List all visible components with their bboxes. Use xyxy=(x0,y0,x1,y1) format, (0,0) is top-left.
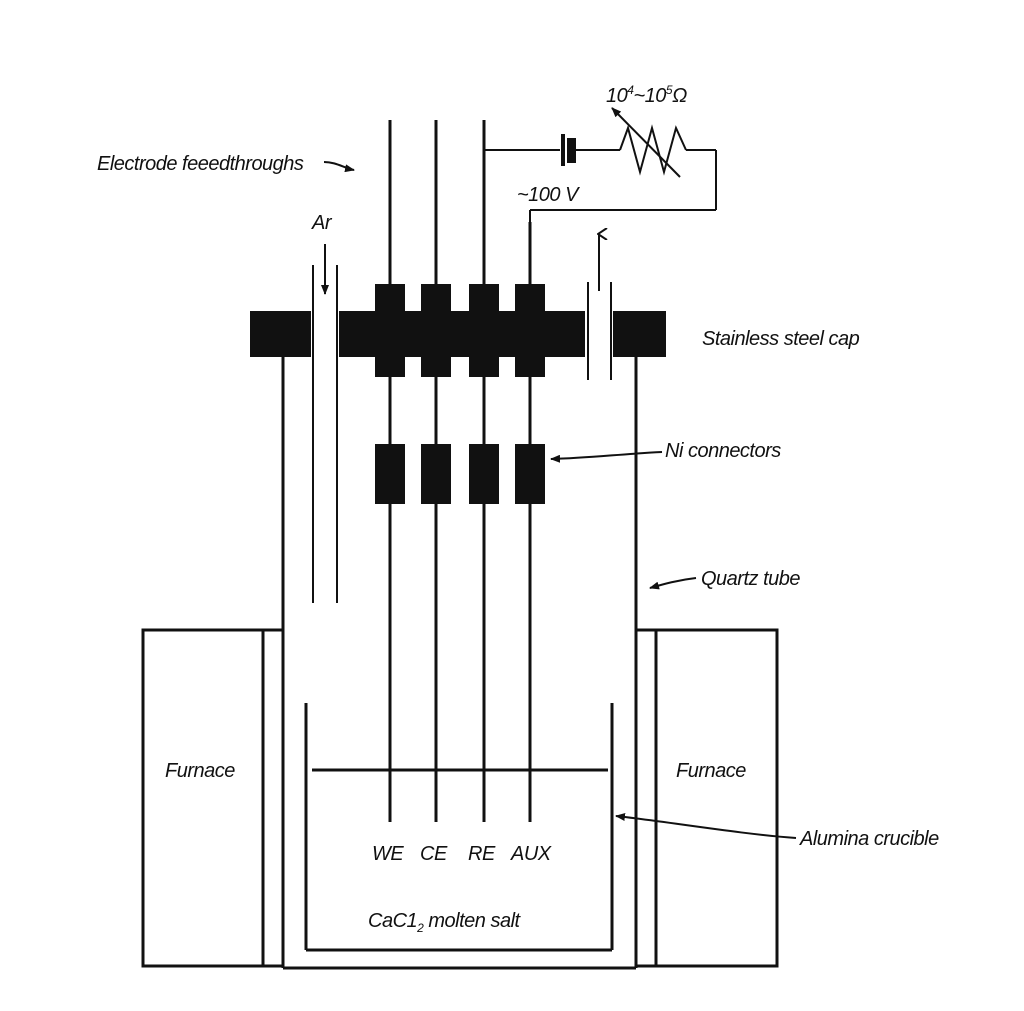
ni-connectors xyxy=(375,444,545,504)
electrode-wires xyxy=(388,120,532,822)
label-cap: Stainless steel cap xyxy=(702,328,860,350)
alumina-crucible xyxy=(304,703,614,952)
feedthrough-blocks xyxy=(375,284,545,377)
label-quartz-tube: Quartz tube xyxy=(701,568,800,590)
label-electrode-ce: CE xyxy=(420,843,448,865)
label-molten-salt: CaC12 molten salt xyxy=(368,910,522,935)
gas-inlet-tube xyxy=(312,244,338,603)
label-electrode-re: RE xyxy=(468,843,496,865)
label-feedthroughs: Electrode feeedthroughs xyxy=(97,153,304,175)
external-circuit xyxy=(484,107,717,224)
quartz-tube xyxy=(281,355,638,970)
feedthroughs-pointer xyxy=(323,161,355,173)
label-electrode-we: WE xyxy=(372,843,404,865)
crucible-pointer xyxy=(615,813,797,839)
label-alumina-crucible: Alumina crucible xyxy=(799,828,939,850)
label-ar: Ar xyxy=(311,212,333,234)
resistor-variable-arrow xyxy=(611,107,681,178)
variable-resistor xyxy=(619,124,687,176)
furnace-right xyxy=(634,628,779,968)
label-furnace-left: Furnace xyxy=(165,760,235,782)
stainless-steel-cap xyxy=(250,311,666,357)
label-voltage: ~100 V xyxy=(517,184,580,206)
battery-short-plate xyxy=(567,138,576,163)
label-furnace-right: Furnace xyxy=(676,760,746,782)
gas-outlet-tube xyxy=(587,234,612,380)
ni-connectors-pointer xyxy=(550,451,663,463)
label-resistance: 104~105Ω xyxy=(606,83,687,107)
label-electrode-aux: AUX xyxy=(510,843,552,865)
quartz-pointer xyxy=(649,577,697,590)
label-ni-connectors: Ni connectors xyxy=(665,440,781,462)
furnace-left xyxy=(141,628,285,968)
